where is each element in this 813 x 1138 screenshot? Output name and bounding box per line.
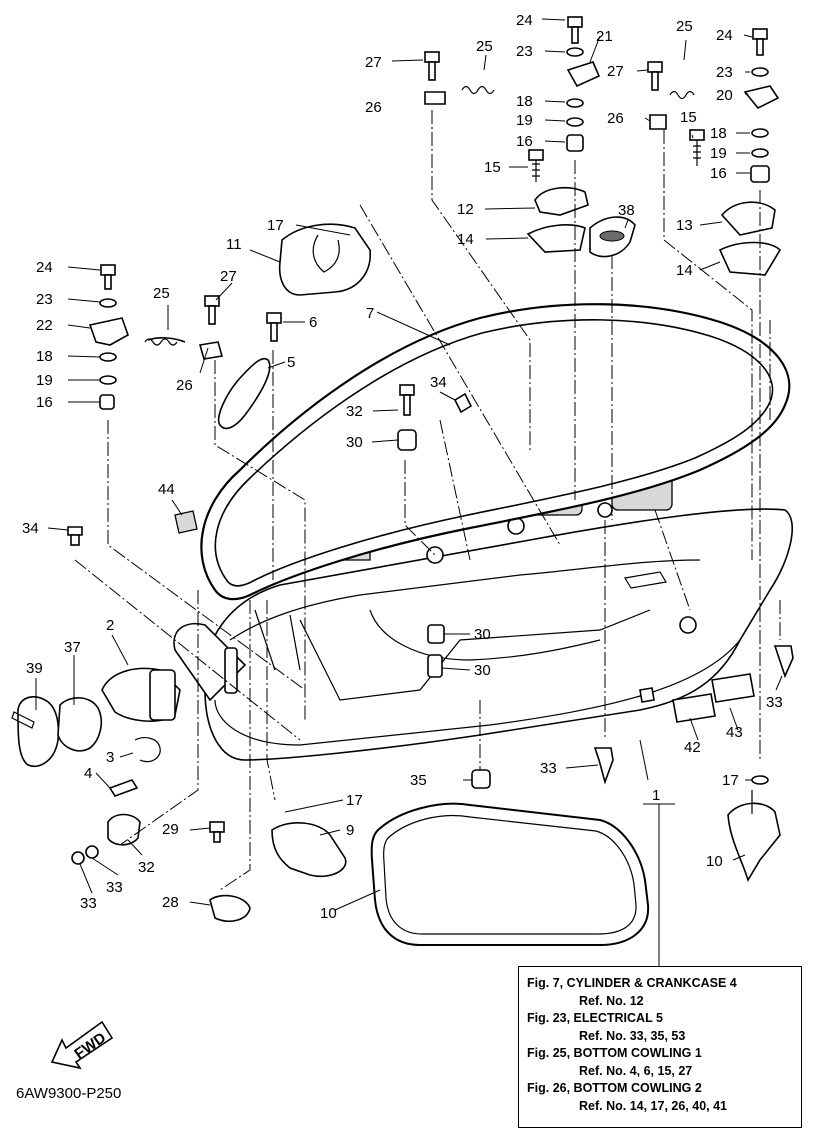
callout-1: 1 — [652, 787, 660, 804]
callout-26-right: 26 — [607, 110, 624, 127]
callout-20: 20 — [716, 87, 733, 104]
callout-24: 24 — [516, 12, 533, 29]
callout-19-right: 19 — [710, 145, 727, 162]
callout-19-left: 19 — [36, 372, 53, 389]
callout-21: 21 — [596, 28, 613, 45]
callout-11: 11 — [226, 236, 242, 253]
callout-2: 2 — [106, 617, 114, 634]
leader-lines — [35, 18, 783, 911]
callout-18: 18 — [516, 93, 533, 110]
callout-18-left: 18 — [36, 348, 53, 365]
callout-22: 22 — [36, 317, 53, 334]
callout-15: 15 — [484, 159, 501, 176]
callout-43: 43 — [726, 724, 743, 741]
callout-33-right: 33 — [766, 694, 783, 711]
reference-figure-line: Fig. 26, BOTTOM COWLING 2 — [527, 1081, 702, 1095]
callout-17-right: 17 — [722, 772, 739, 789]
callout-34: 34 — [430, 374, 447, 391]
callout-27: 27 — [365, 54, 382, 71]
callout-23-right: 23 — [716, 64, 733, 81]
fwd-arrow-icon: FWD — [50, 1020, 114, 1070]
callout-24-right: 24 — [716, 27, 733, 44]
callout-23-left: 23 — [36, 291, 53, 308]
connection-lines — [74, 110, 781, 891]
fasteners-top-right — [647, 28, 782, 276]
callout-35: 32 — [138, 859, 155, 876]
callout-41: 39 — [26, 660, 43, 677]
callout-27-right: 27 — [607, 63, 624, 80]
callout-24-left: 24 — [36, 259, 53, 276]
callout-10: 10 — [706, 853, 723, 870]
reference-numbers-line: Ref. No. 33, 35, 53 — [579, 1028, 686, 1043]
callout-15-right: 15 — [680, 109, 697, 126]
callout-5: 5 — [287, 354, 295, 371]
reference-figure-line: Fig. 23, ELECTRICAL 5 — [527, 1011, 663, 1025]
callout-16-left: 16 — [36, 394, 53, 411]
part-1-bracket — [643, 803, 675, 966]
callout-14-right: 14 — [676, 262, 693, 279]
callout-25-right: 25 — [676, 18, 693, 35]
callout-29: 29 — [162, 821, 179, 838]
parts-left-lower — [11, 510, 347, 922]
callout-26-left: 26 — [176, 377, 193, 394]
reference-numbers-line: Ref. No. 12 — [579, 993, 644, 1008]
callout-labels: 24 27 25 21 23 18 19 16 15 12 14 38 25 2… — [22, 12, 783, 922]
sealing-rubber-7 — [200, 303, 791, 601]
bracket-11 — [278, 223, 371, 296]
callout-18-right: 18 — [710, 125, 727, 142]
callout-9: 9 — [346, 822, 354, 839]
callout-37: 34 — [22, 520, 39, 537]
callout-14: 14 — [457, 231, 474, 248]
reference-numbers-line: Ref. No. 4, 6, 15, 27 — [579, 1063, 693, 1078]
callout-28: 28 — [162, 894, 179, 911]
callout-44: 44 — [158, 481, 175, 498]
callout-40: 37 — [64, 639, 81, 656]
plate-5 — [218, 358, 271, 430]
callout-27-left: 27 — [220, 268, 237, 285]
callout-42: 42 — [684, 739, 701, 756]
callout-30-lower: 30 — [474, 626, 491, 643]
lever-22 — [88, 317, 186, 346]
callout-4: 4 — [84, 765, 92, 782]
callout-6: 6 — [309, 314, 317, 331]
callout-36: 33 — [106, 879, 123, 896]
callout-31: 30 — [474, 662, 491, 679]
callout-19: 19 — [516, 112, 533, 129]
reference-figure-line: Fig. 7, CYLINDER & CRANKCASE 4 — [527, 976, 737, 990]
reference-figure-line: Fig. 25, BOTTOM COWLING 1 — [527, 1046, 702, 1060]
callout-23: 23 — [516, 43, 533, 60]
callout-30: 30 — [346, 434, 363, 451]
callout-17: 17 — [267, 217, 284, 234]
reference-numbers-line: Ref. No. 14, 17, 26, 40, 41 — [579, 1098, 727, 1113]
callout-33: 33 — [540, 760, 557, 777]
callout-39: 35 — [410, 772, 427, 789]
callout-38: 38 — [618, 202, 635, 219]
callout-25-left: 25 — [153, 285, 170, 302]
callout-13: 13 — [676, 217, 693, 234]
callout-12: 12 — [457, 201, 474, 218]
seal-8 — [370, 802, 650, 946]
callout-7: 7 — [366, 305, 374, 322]
callout-26: 26 — [365, 99, 382, 116]
callout-3: 3 — [106, 749, 114, 766]
fasteners-top-center — [424, 16, 636, 258]
callout-36-lower: 33 — [80, 895, 97, 912]
callout-17-lower: 17 — [346, 792, 363, 809]
diagram-code: 6AW9300-P250 — [16, 1085, 122, 1102]
parts-right-lower — [397, 384, 794, 882]
callout-25: 25 — [476, 38, 493, 55]
reference-box: Fig. 7, CYLINDER & CRANKCASE 4 Ref. No. 1… — [518, 966, 802, 1128]
callout-32: 32 — [346, 403, 363, 420]
callout-16: 16 — [516, 133, 533, 150]
callout-8: 10 — [320, 905, 337, 922]
callout-16-right: 16 — [710, 165, 727, 182]
